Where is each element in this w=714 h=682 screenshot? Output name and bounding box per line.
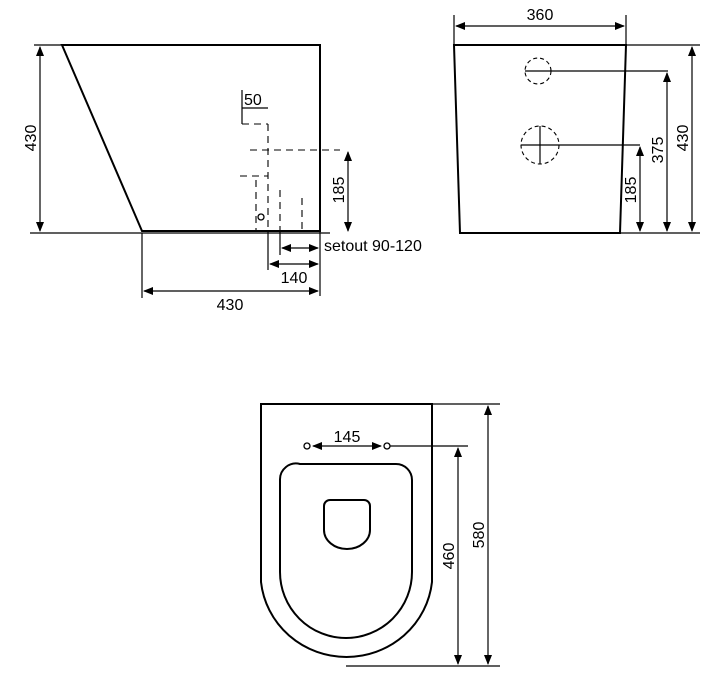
overall-length-label: 580 — [471, 522, 488, 549]
front-view: 360 185 375 430 — [452, 7, 700, 234]
seat-outline — [278, 462, 413, 639]
outlet-height-label: 185 — [331, 177, 348, 204]
hinge-spacing-label: 145 — [334, 429, 361, 446]
fixing-hole-icon — [257, 213, 265, 221]
front-430-label: 430 — [675, 125, 692, 152]
front-width-label: 360 — [527, 7, 554, 24]
side-view: 430 50 185 setout 90-120 140 430 — [23, 44, 422, 314]
hinge-hole-left-icon — [303, 442, 311, 450]
side-body-outline — [60, 44, 321, 232]
top-view: 145 460 580 — [260, 403, 500, 667]
setout-140-label: 140 — [281, 270, 308, 287]
front-375-label: 375 — [650, 137, 667, 164]
seat-length-label: 460 — [441, 543, 458, 570]
setout-label: setout 90-120 — [324, 238, 422, 255]
bowl-outlet-outline — [323, 499, 371, 550]
hinge-hole-right-icon — [383, 442, 391, 450]
front-185-label: 185 — [623, 177, 640, 204]
side-depth-label: 430 — [217, 297, 244, 314]
top-body-outline — [260, 403, 433, 658]
side-height-label: 430 — [23, 125, 40, 152]
pipe-dim-label: 50 — [244, 92, 262, 109]
